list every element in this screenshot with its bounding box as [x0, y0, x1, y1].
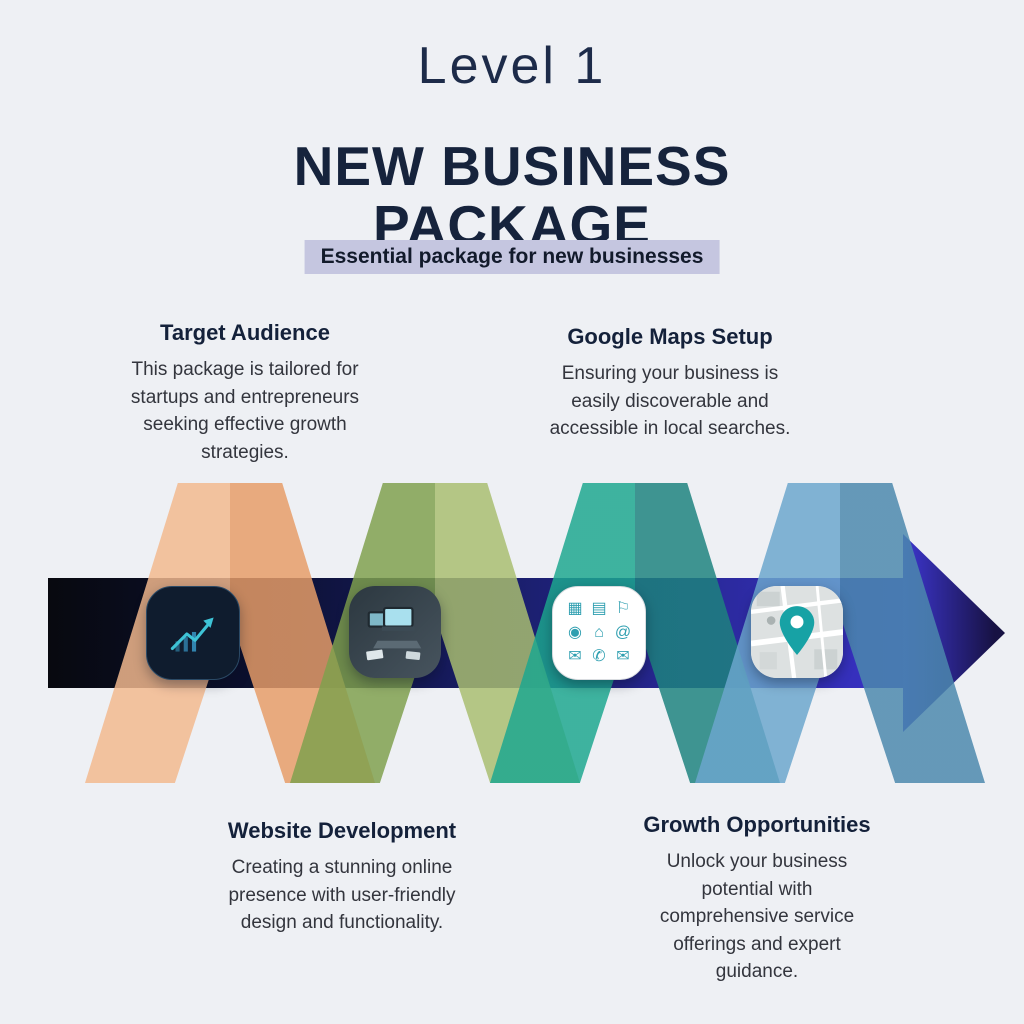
grid-glyph: ▦	[567, 600, 583, 617]
grid-glyph: ◉	[568, 624, 582, 641]
map-graphic	[751, 586, 843, 678]
grid-glyph: ▤	[591, 600, 607, 617]
grid-glyph: ✆	[592, 648, 606, 665]
section-title: Growth Opportunities	[643, 812, 871, 837]
section-body: Ensuring your business is easily discove…	[549, 363, 791, 440]
section-growth-opportunities: Growth Opportunities Unlock your busines…	[607, 812, 907, 986]
website-devices-icon	[349, 586, 441, 678]
level-label: Level 1	[417, 37, 607, 95]
services-glyph-grid: ▦ ▤ ⚐ ◉ ⌂ @ ✉ ✆ ✉	[563, 597, 635, 669]
laptop-graphic	[366, 606, 422, 661]
growth-chart-graphic	[170, 617, 214, 652]
grid-glyph: @	[614, 624, 632, 641]
section-target-audience: Target Audience This package is tailored…	[95, 320, 395, 466]
services-grid-icon: ▦ ▤ ⚐ ◉ ⌂ @ ✉ ✆ ✉	[552, 586, 646, 680]
section-website-development: Website Development Creating a stunning …	[177, 818, 507, 937]
grid-glyph: ⌂	[594, 624, 604, 641]
section-title: Website Development	[227, 818, 457, 843]
map-pin-icon	[751, 586, 843, 678]
grid-glyph: ✉	[568, 648, 582, 665]
grid-glyph: ⚐	[615, 600, 631, 617]
section-body: Unlock your business potential with comp…	[659, 851, 855, 983]
section-title: Google Maps Setup	[567, 324, 773, 349]
subtitle-badge: Essential package for new businesses	[304, 240, 720, 274]
section-body: This package is tailored for startups an…	[130, 359, 360, 463]
grid-glyph: ✉	[616, 648, 630, 665]
growth-chart-icon	[146, 586, 240, 680]
section-body: Creating a stunning online presence with…	[228, 857, 456, 934]
title-line-1: NEW BUSINESS	[293, 134, 731, 197]
section-title: Target Audience	[160, 320, 330, 345]
section-google-maps-setup: Google Maps Setup Ensuring your business…	[535, 324, 805, 443]
